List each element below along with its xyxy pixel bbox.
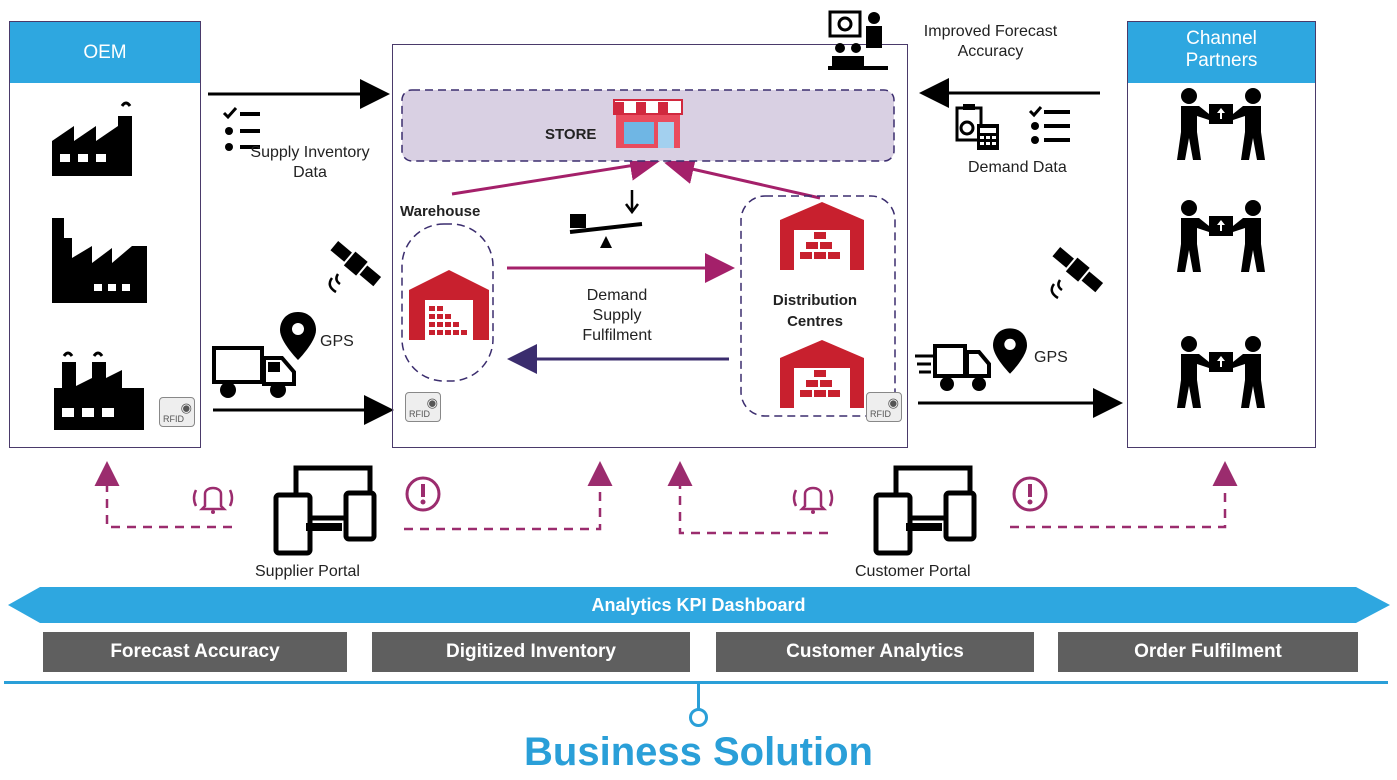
- handshake-icon: [1177, 336, 1265, 408]
- devices-icon: [873, 465, 977, 556]
- arrow-warehouse-to-store: [451, 150, 660, 196]
- handshake-icon: [1177, 200, 1265, 272]
- handshake-icon: [1177, 88, 1265, 160]
- footer-rule: [4, 681, 1388, 684]
- kpi-customer-analytics[interactable]: Customer Analytics: [716, 632, 1034, 672]
- scale-icon: [569, 190, 643, 248]
- dashed-customer-to-channel: [1010, 461, 1238, 529]
- customer-portal-label[interactable]: Customer Portal: [855, 563, 971, 580]
- store-icon: [613, 99, 683, 148]
- satellite-icon: [328, 241, 382, 294]
- warehouse-zone: [401, 223, 494, 382]
- arrow-dc-to-store: [664, 154, 821, 200]
- checklist-icon: [1028, 106, 1070, 144]
- warehouse-icon: [409, 270, 489, 340]
- store-label: STORE: [545, 126, 597, 143]
- gps-label-left: GPS: [320, 333, 354, 350]
- rfid-text: RFID: [870, 409, 891, 419]
- kpi-order-fulfilment[interactable]: Order Fulfilment: [1058, 632, 1358, 672]
- supply-inventory-label: Supply Inventory Data: [250, 144, 370, 181]
- rfid-text: RFID: [409, 409, 430, 419]
- alert-icon: [1012, 476, 1048, 512]
- flow-label: Demand Supply Fulfilment: [582, 287, 652, 344]
- checklist-icon: [222, 107, 260, 151]
- warehouse-icon: [780, 202, 864, 270]
- channel-header: Channel Partners: [1128, 22, 1315, 83]
- forecast-label: Improved Forecast Accuracy: [923, 23, 1058, 60]
- rfid-icon: RFID ◉: [866, 392, 902, 422]
- hub-panel: [392, 44, 908, 448]
- gps-pin-icon: [993, 328, 1027, 374]
- rfid-icon: RFID ◉: [405, 392, 441, 422]
- oem-header: OEM: [10, 22, 200, 83]
- factory-icon: [52, 101, 132, 176]
- alert-icon: [405, 476, 441, 512]
- factory-icon: [52, 218, 147, 303]
- kpi-digitized-inventory[interactable]: Digitized Inventory: [372, 632, 690, 672]
- rfid-text: RFID: [163, 414, 184, 424]
- devices-icon: [273, 465, 377, 556]
- dashed-supplier-to-hub: [404, 461, 613, 531]
- demand-data-label: Demand Data: [968, 159, 1067, 176]
- dashed-customer-to-hub: [667, 461, 828, 535]
- truck-icon: [915, 344, 991, 391]
- dc-label: Distribution Centres: [772, 292, 858, 330]
- dc-zone: [740, 195, 896, 417]
- warehouse-icon: [780, 340, 864, 408]
- satellite-icon: [1050, 247, 1104, 300]
- bell-icon: [792, 486, 834, 514]
- bell-icon: [192, 486, 234, 514]
- dashboard-banner: [8, 587, 1390, 623]
- gps-label-right: GPS: [1034, 349, 1068, 366]
- footer-connector: [697, 684, 700, 710]
- truck-icon: [212, 346, 296, 398]
- kpi-forecast-accuracy[interactable]: Forecast Accuracy: [43, 632, 347, 672]
- footer-node: [689, 708, 708, 727]
- footer-title: Business Solution: [524, 730, 873, 774]
- warehouse-label: Warehouse: [400, 203, 481, 220]
- dashboard-title: Analytics KPI Dashboard: [591, 595, 806, 615]
- presenter-icon: [828, 10, 888, 70]
- clipboard-calculator-icon: [955, 104, 999, 150]
- factory-icon: [54, 351, 144, 430]
- rfid-icon: RFID ◉: [159, 397, 195, 427]
- supplier-portal-label[interactable]: Supplier Portal: [255, 563, 360, 580]
- gps-pin-icon: [280, 312, 316, 360]
- dashed-supplier-to-oem: [94, 461, 232, 529]
